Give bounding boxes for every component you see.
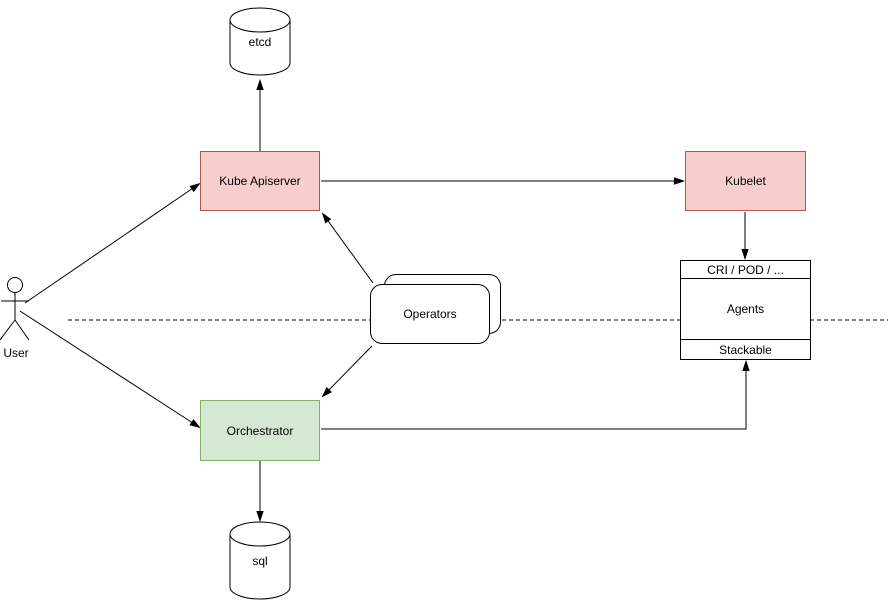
node-stack-row-stackable[interactable]: Stackable xyxy=(681,340,810,359)
node-kubelet-label: Kubelet xyxy=(725,174,766,188)
node-stack-row-cri[interactable]: CRI / POD / ... xyxy=(681,261,810,279)
node-stack-row-agents-label: Agents xyxy=(726,302,765,316)
node-kubelet[interactable]: Kubelet xyxy=(685,151,806,211)
node-orchestrator-label: Orchestrator xyxy=(226,423,294,438)
node-stack-row-agents[interactable]: Agents xyxy=(681,279,810,340)
node-operators[interactable]: Operators xyxy=(370,284,490,344)
node-stack-row-cri-label: CRI / POD / ... xyxy=(707,262,784,277)
node-agents-stack[interactable]: CRI / POD / ... Agents Stackable xyxy=(680,260,811,360)
node-stack-row-stackable-label: Stackable xyxy=(719,342,772,357)
node-operators-label: Operators xyxy=(403,307,457,321)
node-kube-apiserver[interactable]: Kube Apiserver xyxy=(200,151,320,211)
node-kube-apiserver-label: Kube Apiserver xyxy=(219,174,301,188)
node-orchestrator[interactable]: Orchestrator xyxy=(200,400,320,461)
